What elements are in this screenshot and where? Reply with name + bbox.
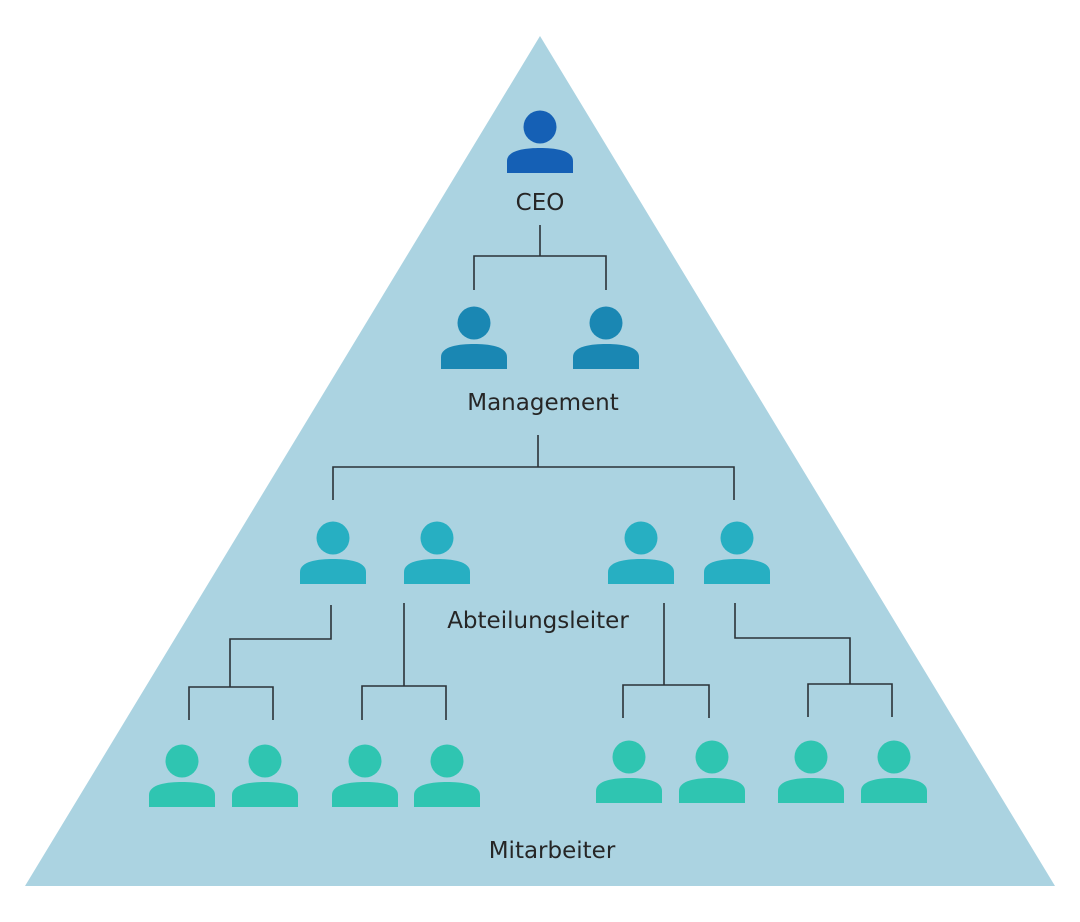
person-icon bbox=[608, 521, 674, 584]
person-body bbox=[778, 778, 844, 803]
connector-abteilungsleiter-3 bbox=[622, 603, 710, 718]
person-head bbox=[457, 306, 491, 340]
person-body bbox=[232, 782, 298, 807]
person-icon bbox=[414, 744, 480, 807]
person-icon bbox=[232, 744, 298, 807]
person-head bbox=[720, 521, 754, 555]
person-body bbox=[332, 782, 398, 807]
person-head bbox=[165, 744, 199, 778]
connector-abteilungsleiter-4 bbox=[734, 603, 893, 717]
person-icon bbox=[861, 740, 927, 803]
person-body bbox=[608, 559, 674, 584]
person-body bbox=[861, 778, 927, 803]
connector-abteilungsleiter-1 bbox=[188, 605, 332, 720]
level-label-mitarbeiter: Mitarbeiter bbox=[489, 838, 616, 864]
person-icon bbox=[573, 306, 639, 369]
level-label-management: Management bbox=[467, 390, 619, 416]
person-head bbox=[430, 744, 464, 778]
connector-management-abteilungsleiter bbox=[332, 435, 735, 500]
pyramid-background bbox=[25, 36, 1055, 886]
person-head bbox=[612, 740, 646, 774]
person-icon bbox=[679, 740, 745, 803]
person-icon bbox=[596, 740, 662, 803]
person-head bbox=[589, 306, 623, 340]
connector-ceo-management bbox=[473, 225, 607, 290]
person-head bbox=[877, 740, 911, 774]
person-head bbox=[624, 521, 658, 555]
person-icon bbox=[300, 521, 366, 584]
person-icon bbox=[404, 521, 470, 584]
person-body bbox=[507, 148, 573, 173]
person-body bbox=[149, 782, 215, 807]
people-icons bbox=[149, 110, 927, 807]
person-body bbox=[573, 344, 639, 369]
person-icon bbox=[704, 521, 770, 584]
person-body bbox=[679, 778, 745, 803]
person-body bbox=[704, 559, 770, 584]
connector-abteilungsleiter-2 bbox=[361, 603, 447, 720]
person-head bbox=[794, 740, 828, 774]
person-head bbox=[523, 110, 557, 144]
person-icon bbox=[778, 740, 844, 803]
person-body bbox=[596, 778, 662, 803]
person-body bbox=[414, 782, 480, 807]
person-head bbox=[248, 744, 282, 778]
person-head bbox=[695, 740, 729, 774]
person-body bbox=[300, 559, 366, 584]
level-label-ceo: CEO bbox=[516, 190, 565, 216]
person-body bbox=[441, 344, 507, 369]
person-icon bbox=[507, 110, 573, 173]
person-icon bbox=[441, 306, 507, 369]
person-icon bbox=[149, 744, 215, 807]
person-head bbox=[316, 521, 350, 555]
connector-lines bbox=[188, 225, 893, 720]
level-label-abteilungsleiter: Abteilungsleiter bbox=[447, 608, 629, 634]
person-head bbox=[348, 744, 382, 778]
person-icon bbox=[332, 744, 398, 807]
person-head bbox=[420, 521, 454, 555]
person-body bbox=[404, 559, 470, 584]
